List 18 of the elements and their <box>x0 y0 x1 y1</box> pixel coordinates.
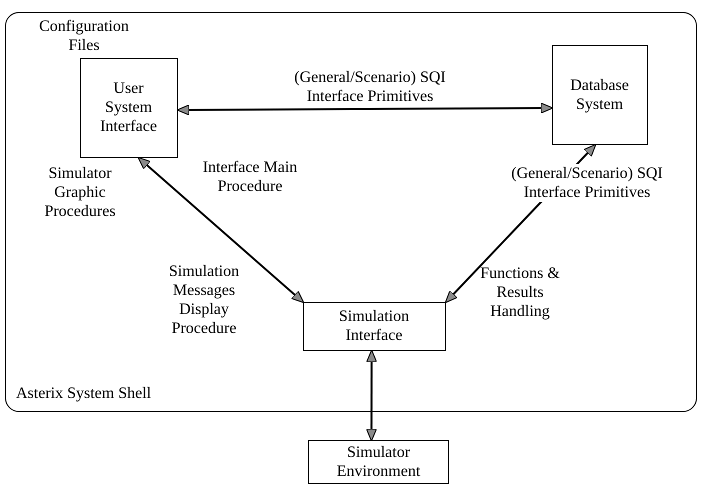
component-box <box>308 440 449 484</box>
double-arrow <box>366 350 378 442</box>
component-box <box>302 302 446 350</box>
box-label: User System Interface <box>100 79 157 136</box>
double-arrow <box>138 156 304 304</box>
double-arrow <box>176 102 554 116</box>
container-title: Asterix System Shell <box>16 384 152 403</box>
shell-container <box>5 12 697 412</box>
annotation-text: Functions & Results Handling <box>480 264 560 321</box>
annotation-text: Interface Main Procedure <box>202 158 298 196</box>
annotation-text: Configuration Files <box>38 17 130 55</box>
box-label: Simulation Interface <box>338 307 410 345</box>
box-label: Database System <box>570 76 629 114</box>
annotation-text: Simulator Graphic Procedures <box>43 164 117 221</box>
component-box <box>552 44 648 144</box>
component-box <box>80 58 178 158</box>
annotation-text: Simulation Messages Display Procedure <box>168 262 240 338</box>
box-label: Simulator Environment <box>336 443 422 481</box>
